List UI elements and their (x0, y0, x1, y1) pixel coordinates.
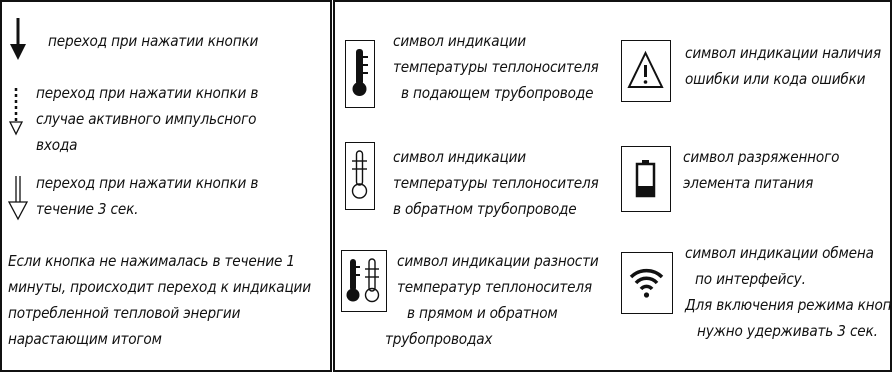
legend-dashed-arrow-line-3: входа (36, 136, 78, 154)
legend-note-line-2: минуты, происходит переход к индикации (8, 278, 311, 296)
legend-dashed-arrow-line-1: переход при нажатии кнопки в (36, 84, 259, 102)
supply-temp-line-3: в подающем трубопроводе (401, 84, 594, 102)
temperature-difference-icon (341, 250, 387, 312)
temp-diff-line-3: в прямом и обратном (407, 304, 558, 322)
legend-hollow-arrow-line-1: переход при нажатии кнопки в (36, 174, 259, 192)
dashed-down-arrow-icon (8, 88, 24, 136)
legend-panel: переход при нажатии кнопки переход при н… (0, 0, 332, 372)
legend-note-line-1: Если кнопка не нажималась в течение 1 (8, 252, 295, 270)
battery-line-2: элемента питания (683, 174, 814, 192)
return-temp-line-3: в обратном трубопроводе (393, 200, 577, 218)
return-temp-line-2: температуры теплоносителя (393, 174, 599, 192)
low-battery-icon (621, 146, 671, 212)
legend-note-line-4: нарастающим итогом (8, 330, 162, 348)
supply-temp-line-2: температуры теплоносителя (393, 58, 599, 76)
temp-diff-line-4: трубопроводах (385, 330, 493, 348)
legend-solid-arrow-text: переход при нажатии кнопки (48, 32, 259, 50)
exchange-line-1: символ индикации обмена (685, 244, 874, 262)
legend-note-line-3: потребленной тепловой энергии (8, 304, 241, 322)
solid-down-arrow-icon (10, 18, 26, 60)
legend-dashed-arrow-line-2: случае активного импульсного (36, 110, 257, 128)
return-temp-line-1: символ индикации (393, 148, 526, 166)
supply-thermometer-icon (345, 40, 375, 108)
exchange-line-2: по интерфейсу. (695, 270, 806, 288)
exchange-line-4: нужно удерживать 3 сек. (697, 322, 878, 340)
error-line-1: символ индикации наличия (685, 44, 881, 62)
hollow-down-arrow-icon (7, 176, 29, 221)
temp-diff-line-2: температур теплоносителя (397, 278, 592, 296)
warning-icon (621, 40, 671, 102)
error-line-2: ошибки или кода ошибки (685, 70, 866, 88)
legend-hollow-arrow-line-2: течение 3 сек. (36, 200, 139, 218)
supply-temp-line-1: символ индикации (393, 32, 526, 50)
battery-line-1: символ разряженного (683, 148, 840, 166)
symbols-panel: символ индикации температуры теплоносите… (333, 0, 892, 372)
exchange-line-3: Для включения режима кнопку (685, 296, 892, 314)
wireless-exchange-icon (621, 252, 673, 314)
return-thermometer-icon (345, 142, 375, 210)
temp-diff-line-1: символ индикации разности (397, 252, 599, 270)
